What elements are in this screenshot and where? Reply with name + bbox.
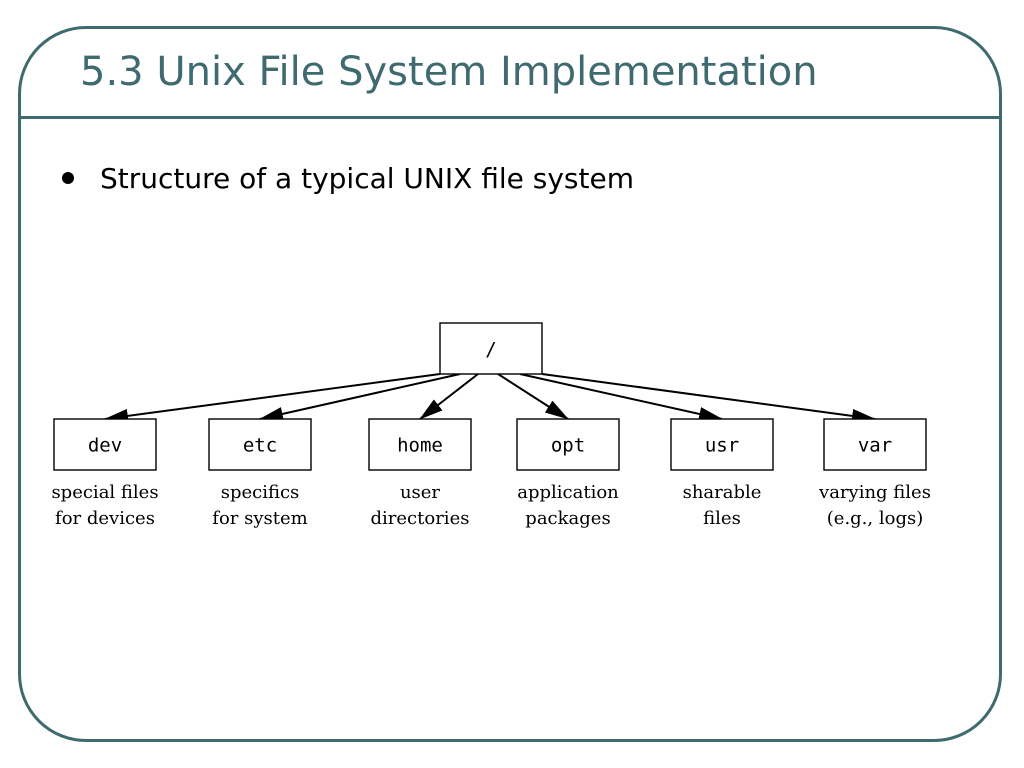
node-desc-usr-line-2: files	[703, 508, 741, 529]
node-desc-etc-line-1: specifics	[221, 482, 300, 503]
node-box-var	[823, 418, 927, 471]
slide-frame	[18, 26, 1002, 742]
edge-to-dev	[104, 373, 441, 423]
node-desc-var-line-1: varying files	[818, 482, 931, 503]
node-desc-home-line-2: directories	[371, 508, 470, 529]
tree-nodes: / dev special files for devices etc specifics…	[51, 322, 931, 529]
root-node-box	[439, 322, 543, 375]
node-label-etc: etc	[243, 435, 277, 457]
bullet-item: Structure of a typical UNIX file system	[62, 161, 634, 195]
node-label-dev: dev	[88, 435, 122, 457]
node-box-etc	[208, 418, 312, 471]
node-label-usr: usr	[705, 435, 739, 457]
title-divider	[19, 116, 1002, 119]
edge-to-opt	[497, 373, 569, 420]
node-label-home: home	[397, 435, 443, 457]
root-node-label: /	[485, 339, 496, 361]
tree-edges	[104, 373, 876, 423]
edge-to-home	[419, 373, 479, 420]
node-box-opt	[516, 418, 620, 471]
node-desc-var-line-2: (e.g., logs)	[827, 508, 923, 529]
node-box-home	[368, 418, 472, 471]
node-label-opt: opt	[551, 435, 585, 457]
edge-to-etc	[259, 373, 461, 421]
node-box-usr	[670, 418, 774, 471]
node-desc-dev-line-2: for devices	[55, 508, 155, 529]
node-desc-dev-line-1: special files	[51, 482, 158, 503]
bullet-text: Structure of a typical UNIX file system	[100, 161, 634, 195]
node-desc-etc-line-2: for system	[212, 508, 307, 529]
edge-to-usr	[519, 373, 723, 421]
node-label-var: var	[858, 435, 892, 457]
node-desc-opt-line-1: application	[517, 482, 619, 503]
node-desc-opt-line-2: packages	[525, 508, 610, 529]
node-box-dev	[53, 418, 157, 471]
node-desc-usr-line-1: sharable	[683, 482, 762, 503]
slide-title: 5.3 Unix File System Implementation	[80, 49, 818, 95]
node-desc-home-line-1: user	[400, 482, 440, 503]
edge-to-var	[541, 373, 876, 423]
bullet-dot-icon	[62, 172, 74, 184]
